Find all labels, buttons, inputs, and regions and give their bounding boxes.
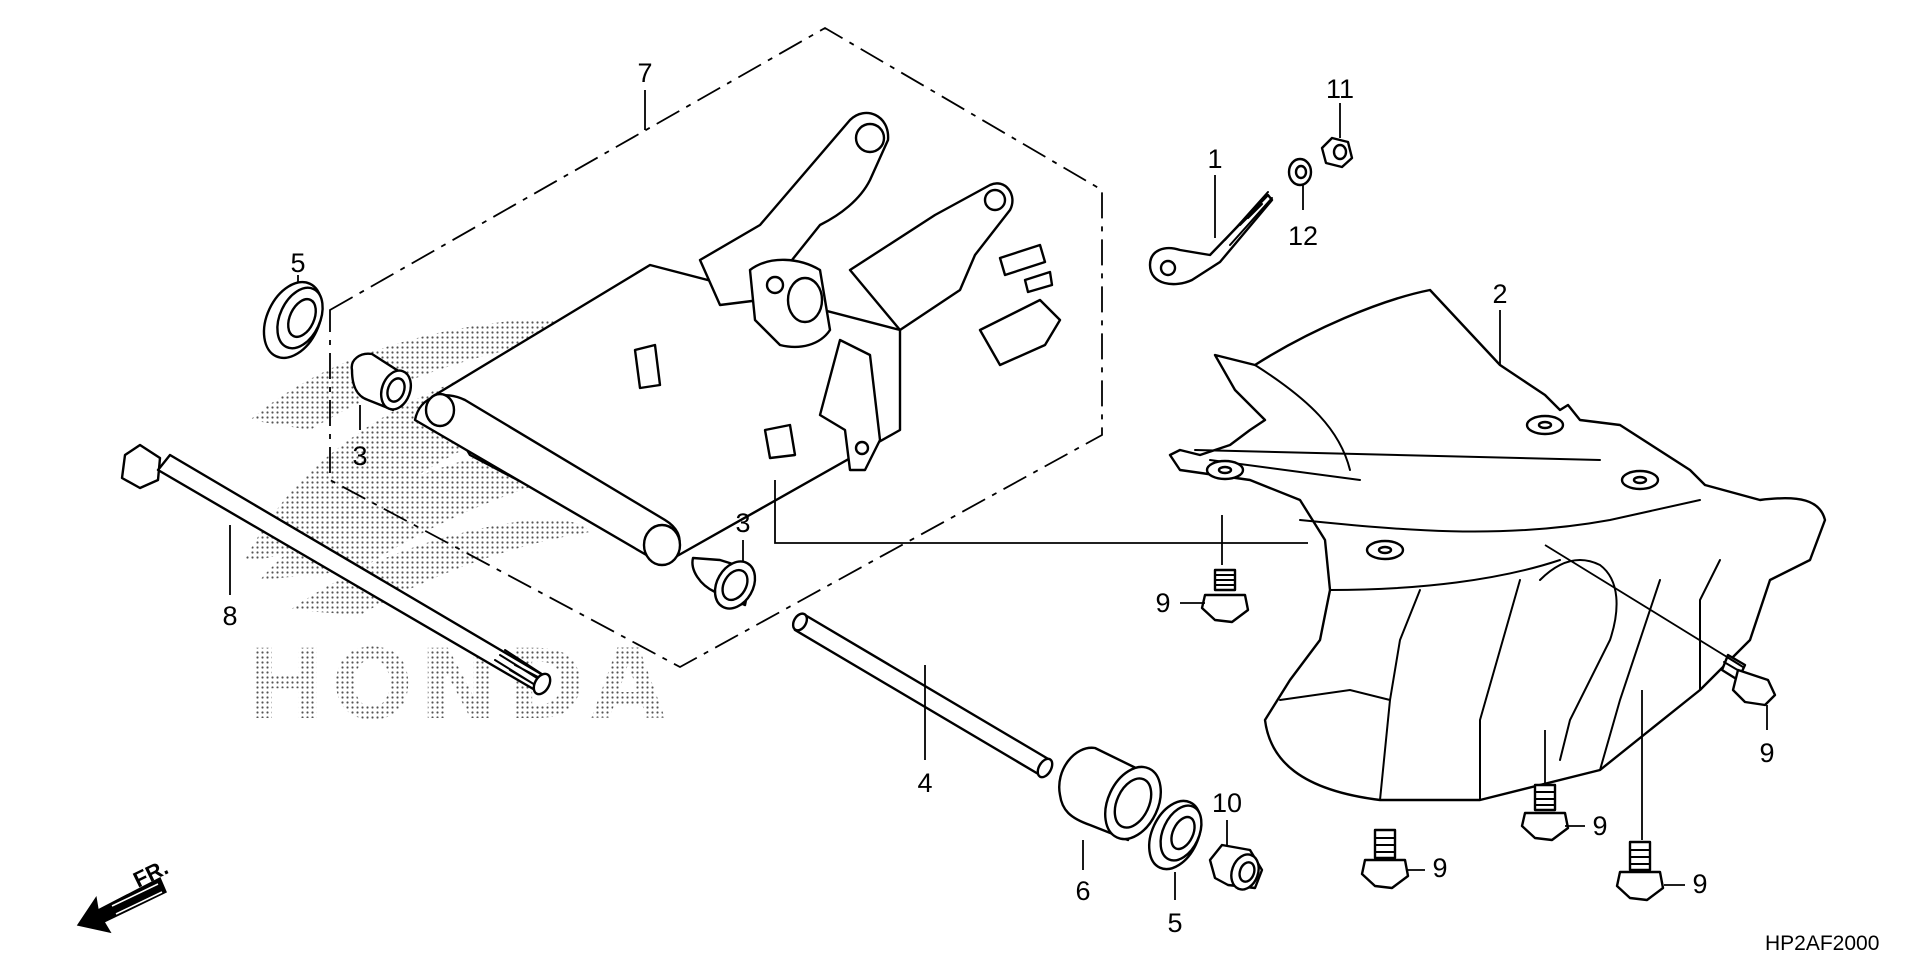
flange-bolt-1 xyxy=(1200,568,1250,624)
honda-watermark-text: HONDA xyxy=(245,629,671,741)
flange-bolt-3 xyxy=(1520,783,1570,842)
callout-10: 10 xyxy=(1212,788,1242,818)
swingarm xyxy=(413,111,1062,567)
pivot-bearing xyxy=(1058,746,1162,842)
callout-4: 4 xyxy=(917,768,932,798)
callout-9-e: 9 xyxy=(1692,869,1707,899)
hex-nut-small xyxy=(1320,136,1354,169)
pivot-bolt xyxy=(120,443,552,696)
callouts: 7 5 3 3 8 4 6 5 10 1 12 11 2 9 9 9 9 9 xyxy=(222,58,1774,938)
pivot-collar xyxy=(791,612,1054,779)
callout-6: 6 xyxy=(1075,876,1090,906)
callout-5-top: 5 xyxy=(290,248,305,278)
flange-bolt-4 xyxy=(1360,828,1410,890)
swingarm-cover xyxy=(1168,288,1827,802)
seal-ring-top xyxy=(262,280,324,360)
diagram-code: HP2AF2000 xyxy=(1765,932,1879,955)
callout-7: 7 xyxy=(637,58,652,88)
callout-1: 1 xyxy=(1207,144,1222,174)
bushing-lower xyxy=(691,556,757,610)
callout-5-bottom: 5 xyxy=(1167,908,1182,938)
callout-3-lower: 3 xyxy=(735,508,750,538)
front-label: FR. xyxy=(129,854,172,892)
seal-ring-bottom xyxy=(1147,799,1203,871)
callout-9-c: 9 xyxy=(1592,811,1607,841)
front-arrow-indicator: FR. xyxy=(76,854,172,934)
callout-2: 2 xyxy=(1492,279,1507,309)
bushing-upper xyxy=(350,352,413,412)
callout-12: 12 xyxy=(1288,221,1318,251)
swingarm-assembly-outline xyxy=(329,26,1103,669)
leader-lines xyxy=(229,90,1768,900)
callout-9-b: 9 xyxy=(1759,738,1774,768)
flange-bolt-5 xyxy=(1615,840,1665,902)
callout-9-d: 9 xyxy=(1432,853,1447,883)
callout-3-upper: 3 xyxy=(352,441,367,471)
washer xyxy=(1287,157,1313,187)
flange-nut xyxy=(1208,843,1264,891)
callout-11: 11 xyxy=(1326,74,1354,104)
eye-stud xyxy=(1148,191,1274,286)
flange-bolt-2 xyxy=(1720,653,1777,707)
callout-9-a: 9 xyxy=(1155,588,1170,618)
callout-8: 8 xyxy=(222,601,237,631)
